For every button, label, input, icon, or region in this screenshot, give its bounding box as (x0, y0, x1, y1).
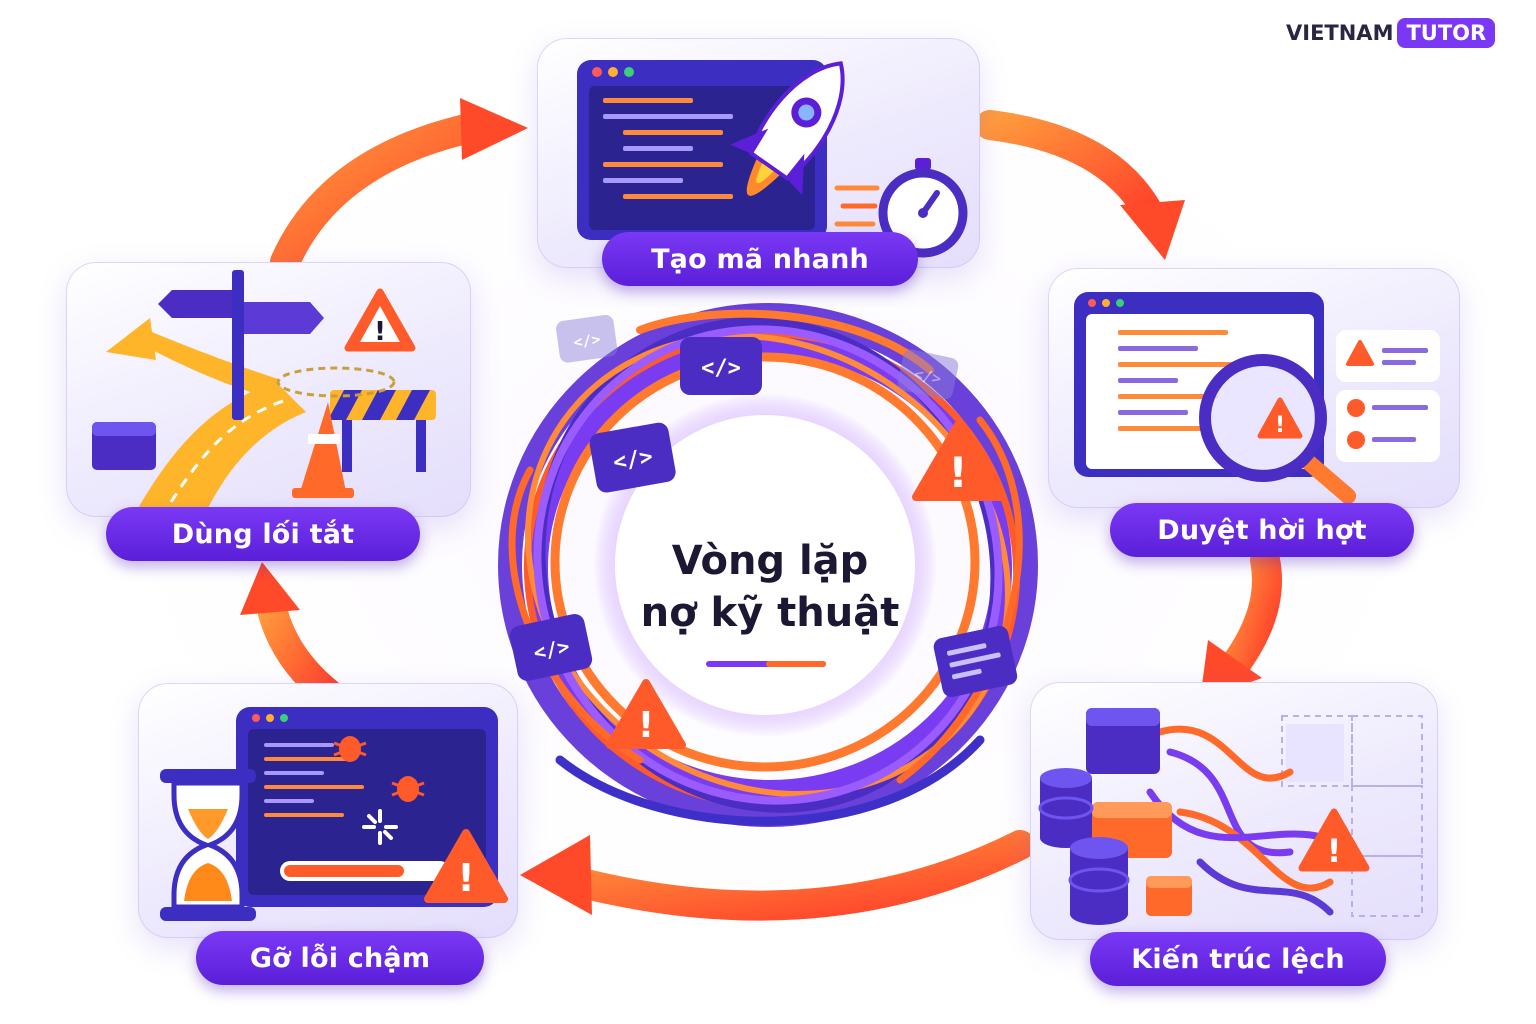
road-icon (106, 318, 306, 512)
bug-icon (333, 736, 367, 762)
step-label-slow-debugging: Gỡ lỗi chậm (196, 931, 484, 985)
step-label-shallow-review: Duyệt hời hợt (1110, 503, 1414, 557)
magnifier-icon (1199, 354, 1356, 504)
code-editor-icon (577, 60, 827, 240)
dashed-loop (276, 366, 396, 398)
arrowhead-top-left (460, 98, 528, 160)
step-card-misaligned-architecture: ! (1030, 682, 1438, 940)
cube-icon (1086, 708, 1160, 774)
loading-spinner-icon (362, 809, 398, 845)
code-tag-icon: </> (897, 349, 959, 400)
tangle-strand-4 (555, 735, 985, 826)
warning-icon: ! (606, 679, 686, 749)
arrow-top-left (270, 113, 485, 277)
brand-name-part2: TUTOR (1397, 18, 1496, 48)
code-tag-icon: </> (589, 422, 676, 493)
step-label-shortcuts: Dùng lối tắt (106, 507, 420, 561)
bug-icon (391, 776, 425, 802)
tangle-strand-2 (896, 416, 1023, 784)
ghost-block (1286, 724, 1344, 782)
ghost-blocks (1281, 715, 1423, 917)
stopwatch-icon (878, 158, 968, 258)
brand-name-part1: VIETNAM (1286, 21, 1394, 45)
debug-window-icon (236, 707, 498, 907)
warning-mark: ! (948, 448, 967, 497)
step-card-slow-debugging: ! (138, 683, 518, 938)
brand-logo: VIETNAM TUTOR (1286, 14, 1496, 52)
arrowhead-top-right (1120, 200, 1185, 260)
step-card-shallow-review: ! (1048, 268, 1460, 508)
warning-icon: ! (1257, 397, 1303, 439)
code-tag-icon: </> (680, 337, 762, 395)
rocket-icon (730, 61, 845, 196)
warning-mark: ! (1327, 832, 1342, 870)
arrow-bottom (555, 830, 1035, 921)
code-tag-icon: </> (556, 314, 618, 363)
code-tag-text: </> (912, 365, 942, 388)
step-label-fast-code: Tạo mã nhanh (602, 232, 918, 286)
step-label-misaligned-architecture: Kiến trúc lệch (1090, 932, 1386, 986)
tangle-strand-3 (636, 309, 934, 374)
arrowhead-left (240, 562, 300, 615)
cube-icon (1146, 876, 1192, 916)
traffic-cone-icon (292, 402, 354, 498)
warning-icon: ! (1298, 808, 1370, 872)
warning-icon: ! (912, 421, 1004, 501)
code-window-icon (933, 625, 1018, 698)
code-tag-icon: </> (509, 614, 593, 681)
warning-icon: ! (424, 829, 508, 903)
warning-mark: ! (374, 317, 386, 347)
step-card-shortcuts: ! (66, 262, 471, 517)
arrow-top-right (975, 110, 1165, 230)
database-icon (1038, 768, 1094, 848)
center-circle (615, 415, 915, 715)
center-title: Vòng lặp nợ kỹ thuật (620, 535, 920, 639)
code-tag-text: </> (701, 356, 741, 381)
issue-list-icon (1336, 330, 1440, 462)
signpost-icon (158, 270, 324, 420)
database-icon (1068, 837, 1130, 925)
cube-icon (92, 422, 156, 470)
warning-mark: ! (457, 856, 474, 900)
progress-bar (280, 861, 450, 881)
hourglass-icon (160, 769, 256, 921)
step-card-fast-code (537, 38, 980, 268)
warning-mark: ! (1275, 413, 1285, 438)
center-title-line2: nợ kỹ thuật (640, 590, 900, 636)
arrow-right (1220, 545, 1282, 680)
arrowhead-bottom (520, 835, 592, 915)
tangle-ring-3 (550, 352, 980, 772)
barrier-icon (328, 390, 436, 472)
code-tag-text: </> (572, 330, 601, 352)
warning-mark: ! (638, 705, 654, 746)
speed-lines (834, 185, 880, 227)
warning-icon: ! (344, 288, 416, 352)
center-title-line1: Vòng lặp (671, 538, 869, 584)
